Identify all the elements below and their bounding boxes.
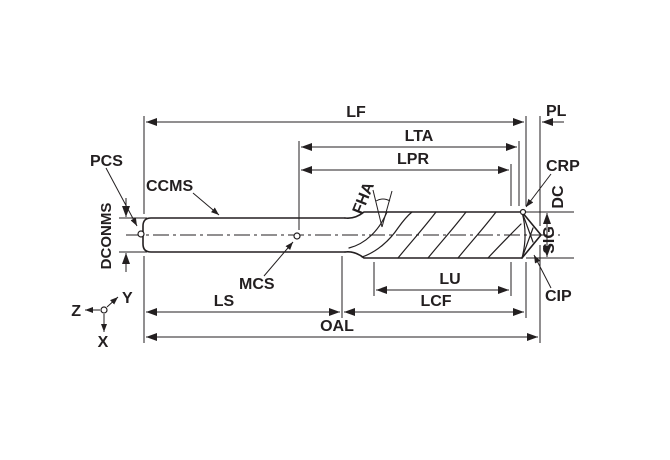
fha-angle-arc <box>375 198 391 202</box>
label-dconms: DCONMS <box>98 203 115 270</box>
leader-crp <box>525 173 552 208</box>
label-sig: SIG <box>541 226 558 254</box>
pcs-marker-dot <box>137 230 145 238</box>
point-flank-line-lower <box>521 211 534 243</box>
neck-body-bottom-outline <box>344 251 523 259</box>
dimension-labels: LF PL LTA LPR LU LS LCF OAL DCONMS DC <box>98 103 567 335</box>
label-lf: LF <box>346 104 366 121</box>
leader-pcs <box>105 167 138 227</box>
leader-ccms <box>192 192 220 216</box>
flute-spiral-2 <box>427 211 467 259</box>
label-fha: FHA <box>350 179 378 216</box>
label-lu: LU <box>439 271 460 288</box>
mcs-marker-dot <box>293 232 301 240</box>
label-dc: DC <box>550 185 567 209</box>
label-crp: CRP <box>546 158 580 175</box>
leader-cip <box>533 254 552 289</box>
label-pl: PL <box>546 103 567 120</box>
axis-y-label: Y <box>122 290 133 307</box>
coordinate-axes: Z Y X <box>71 290 133 351</box>
label-ls: LS <box>214 293 235 310</box>
crp-marker-dot <box>519 208 527 216</box>
label-oal: OAL <box>320 318 354 335</box>
neck-body-top-outline <box>344 211 523 219</box>
point-flank-line-upper <box>521 227 534 259</box>
label-pcs: PCS <box>90 153 123 170</box>
fha-angle-leg-right <box>381 190 393 228</box>
fha-angle-leg-left <box>372 189 383 228</box>
leader-lines <box>105 167 552 289</box>
axis-x-label: X <box>98 334 109 351</box>
dimension-lines <box>122 118 564 341</box>
extension-lines <box>119 116 574 343</box>
drill-point-outline <box>521 211 542 259</box>
feature-labels: PCS CCMS MCS FHA CRP SIG CIP <box>90 153 580 305</box>
label-lpr: LPR <box>397 151 429 168</box>
label-mcs: MCS <box>239 276 275 293</box>
flute-spiral-4 <box>487 223 522 259</box>
label-lta: LTA <box>405 128 434 145</box>
flute-runout-curve-2 <box>361 211 413 258</box>
fha-angle-construction <box>372 189 393 228</box>
axis-z-label: Z <box>71 303 81 320</box>
label-cip: CIP <box>545 288 572 305</box>
flute-spiral-3 <box>457 211 497 259</box>
label-ccms: CCMS <box>146 178 193 195</box>
axes-origin-dot <box>100 306 108 314</box>
leader-mcs <box>263 241 294 277</box>
flute-spiral-1 <box>397 211 437 259</box>
axis-y-arrow <box>106 296 119 308</box>
label-lcf: LCF <box>420 293 451 310</box>
